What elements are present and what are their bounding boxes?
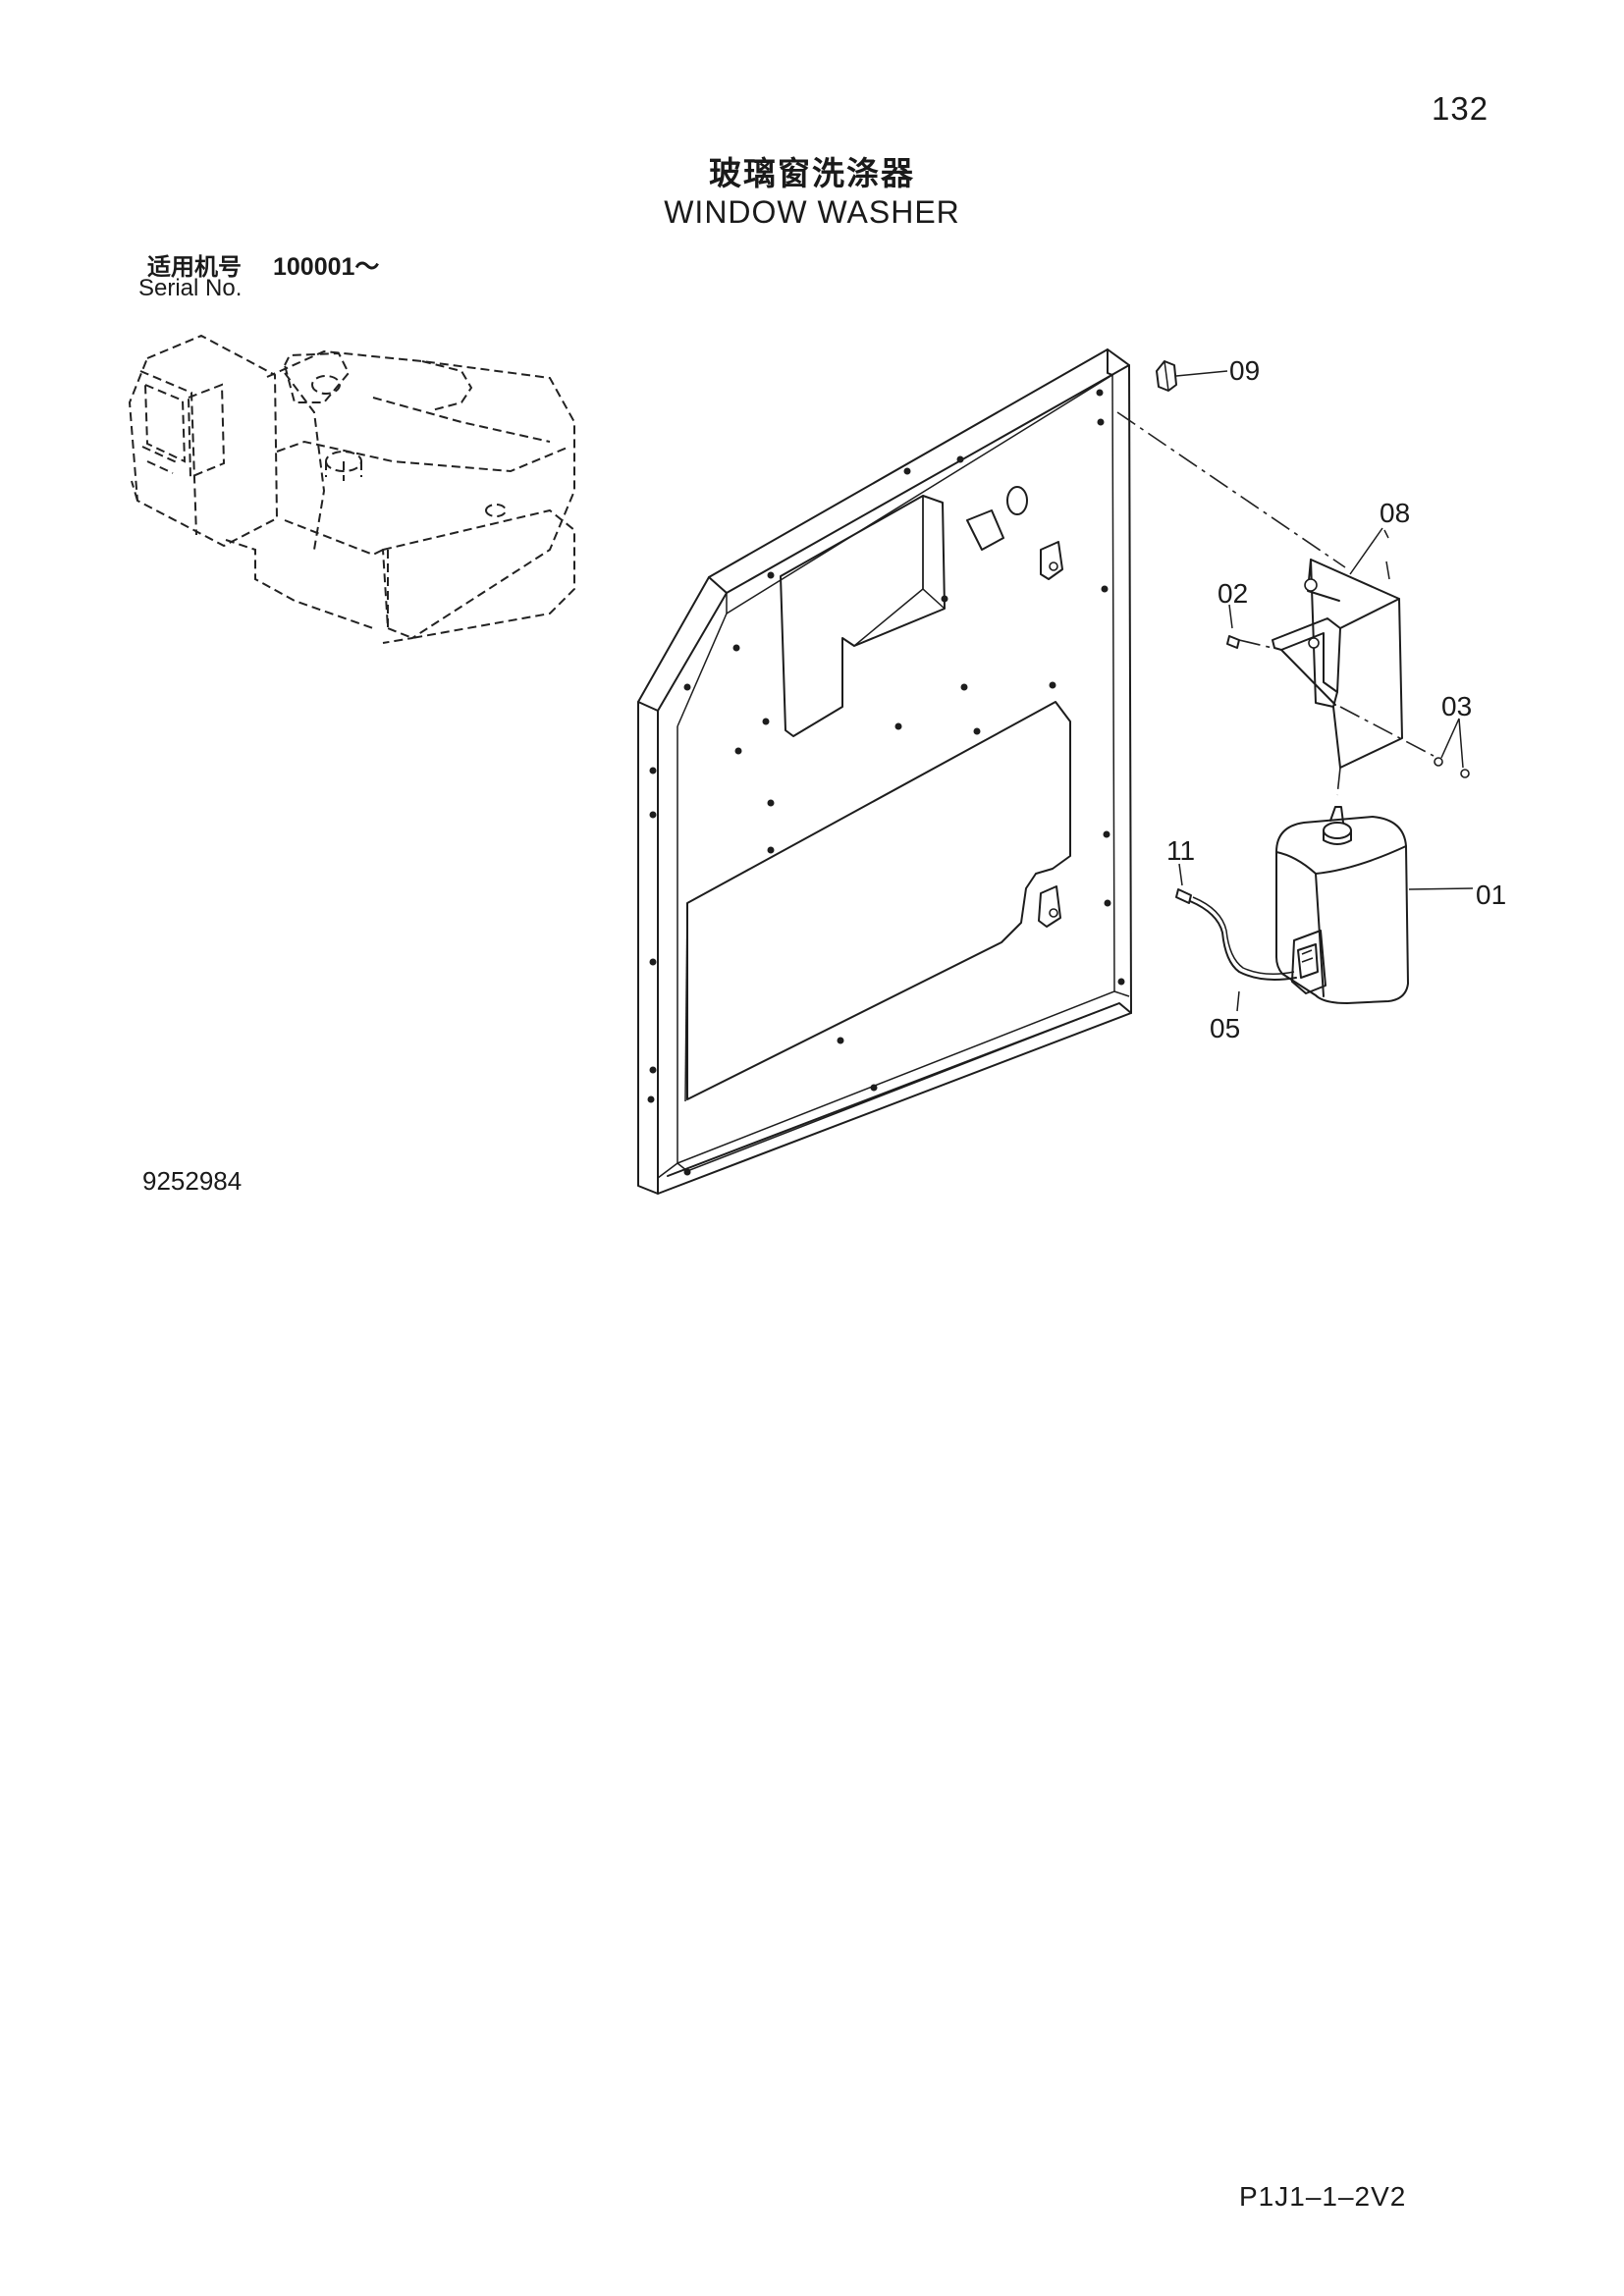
part-01-washer-tank — [1275, 806, 1409, 1004]
callout-02: 02 — [1218, 578, 1248, 609]
title-chinese: 玻璃窗洗涤器 — [709, 154, 915, 192]
callout-11: 11 — [1166, 835, 1195, 866]
serial-label-english: Serial No. — [138, 275, 243, 301]
callout-05: 05 — [1210, 1013, 1240, 1043]
serial-value: 100001～ — [273, 253, 380, 281]
part-03-nuts — [1434, 718, 1470, 778]
callout-03: 03 — [1441, 691, 1472, 721]
part-08-bracket — [1238, 559, 1435, 796]
drawing-number: 9252984 — [142, 1166, 243, 1196]
part-02-screw — [1226, 635, 1240, 649]
callout-01: 01 — [1476, 880, 1506, 910]
panel-holes — [647, 389, 1125, 1176]
excavator-key-sketch — [128, 334, 575, 644]
callout-09: 09 — [1229, 355, 1260, 386]
serial-label-chinese: 适用机号 — [147, 253, 242, 281]
leader-lines — [1228, 527, 1474, 1012]
side-panel — [637, 348, 1132, 1195]
callout-08: 08 — [1380, 498, 1410, 528]
part-11-nozzle — [1175, 863, 1192, 904]
title-english: WINDOW WASHER — [664, 194, 960, 230]
page-number: 132 — [1432, 90, 1489, 127]
part-09-grommet — [1116, 360, 1346, 568]
page-code: P1J1–1–2V2 — [1239, 2181, 1407, 2212]
part-05-hose — [1189, 896, 1297, 981]
